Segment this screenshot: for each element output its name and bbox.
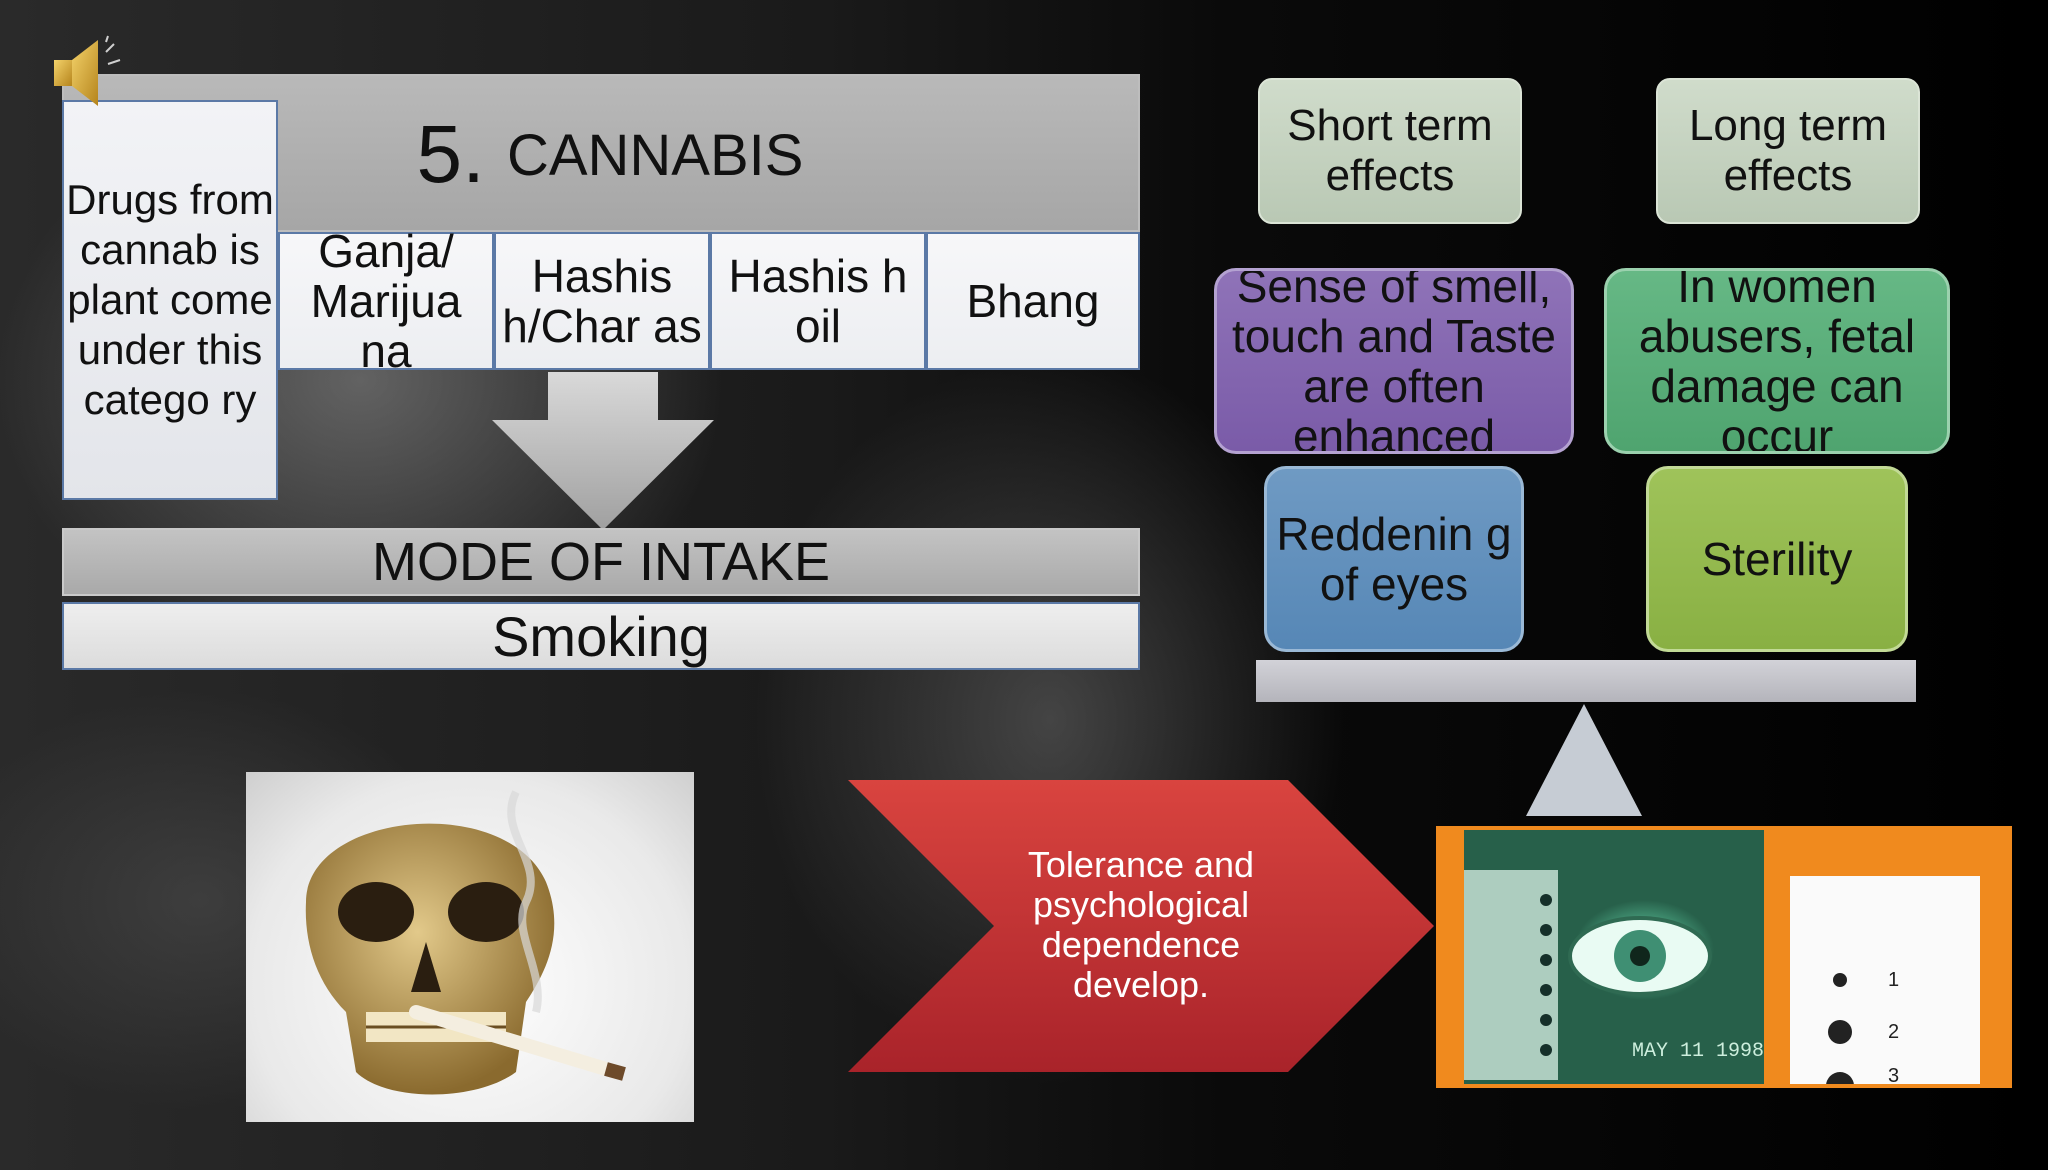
dot-label-3: 3: [1888, 1065, 1899, 1084]
short-term-effect-red-eyes: Reddenin g of eyes: [1264, 466, 1524, 652]
dot-chart-graphic: 1 2 3: [1826, 969, 1899, 1100]
speaker-icon[interactable]: [48, 34, 128, 114]
title-word: CANNABIS: [506, 122, 804, 188]
long-term-effect-fetal-damage: In women abusers, fetal damage can occur: [1604, 268, 1950, 454]
eye-closeup-image: MAY 11 1998: [1464, 830, 1764, 1084]
tolerance-text: Tolerance and psychological dependence d…: [1027, 844, 1255, 1005]
slide-title: 5. CANNABIS: [400, 100, 820, 210]
skull-photo: [246, 772, 694, 1122]
subtype-hashish: Hashis h/Char as: [494, 232, 710, 370]
dot-chart: 1 2 3: [1790, 876, 1980, 1100]
long-term-effect-sterility: Sterility: [1646, 466, 1908, 652]
title-number: 5.: [416, 109, 485, 200]
category-box: Drugs from cannab is plant come under th…: [62, 100, 278, 500]
skull-icon: [305, 790, 626, 1095]
mode-of-intake-label: MODE OF INTAKE: [62, 528, 1140, 596]
tolerance-chevron: [848, 780, 1434, 1072]
dot-label-2: 2: [1888, 1021, 1899, 1043]
subtype-bhang: Bhang: [926, 232, 1140, 370]
short-term-effect-senses: Sense of smell, touch and Taste are ofte…: [1214, 268, 1574, 454]
fulcrum-triangle-icon: [1526, 704, 1642, 816]
short-term-header: Short term effects: [1258, 78, 1522, 224]
mode-of-intake-value: Smoking: [62, 602, 1140, 670]
subtype-hashish-oil: Hashis h oil: [710, 232, 926, 370]
photo-date-stamp: MAY 11 1998: [1632, 1040, 1764, 1063]
down-arrow-icon: [492, 372, 714, 530]
balance-beam: [1256, 660, 1916, 702]
subtype-ganja: Ganja/ Marijua na: [278, 226, 494, 376]
dot-label-1: 1: [1888, 969, 1899, 991]
eye-test-photo: MAY 11 1998 1 2 3: [1436, 826, 2012, 1100]
long-term-header: Long term effects: [1656, 78, 1920, 224]
eye-icon: MAY 11 1998: [1464, 870, 1764, 1080]
